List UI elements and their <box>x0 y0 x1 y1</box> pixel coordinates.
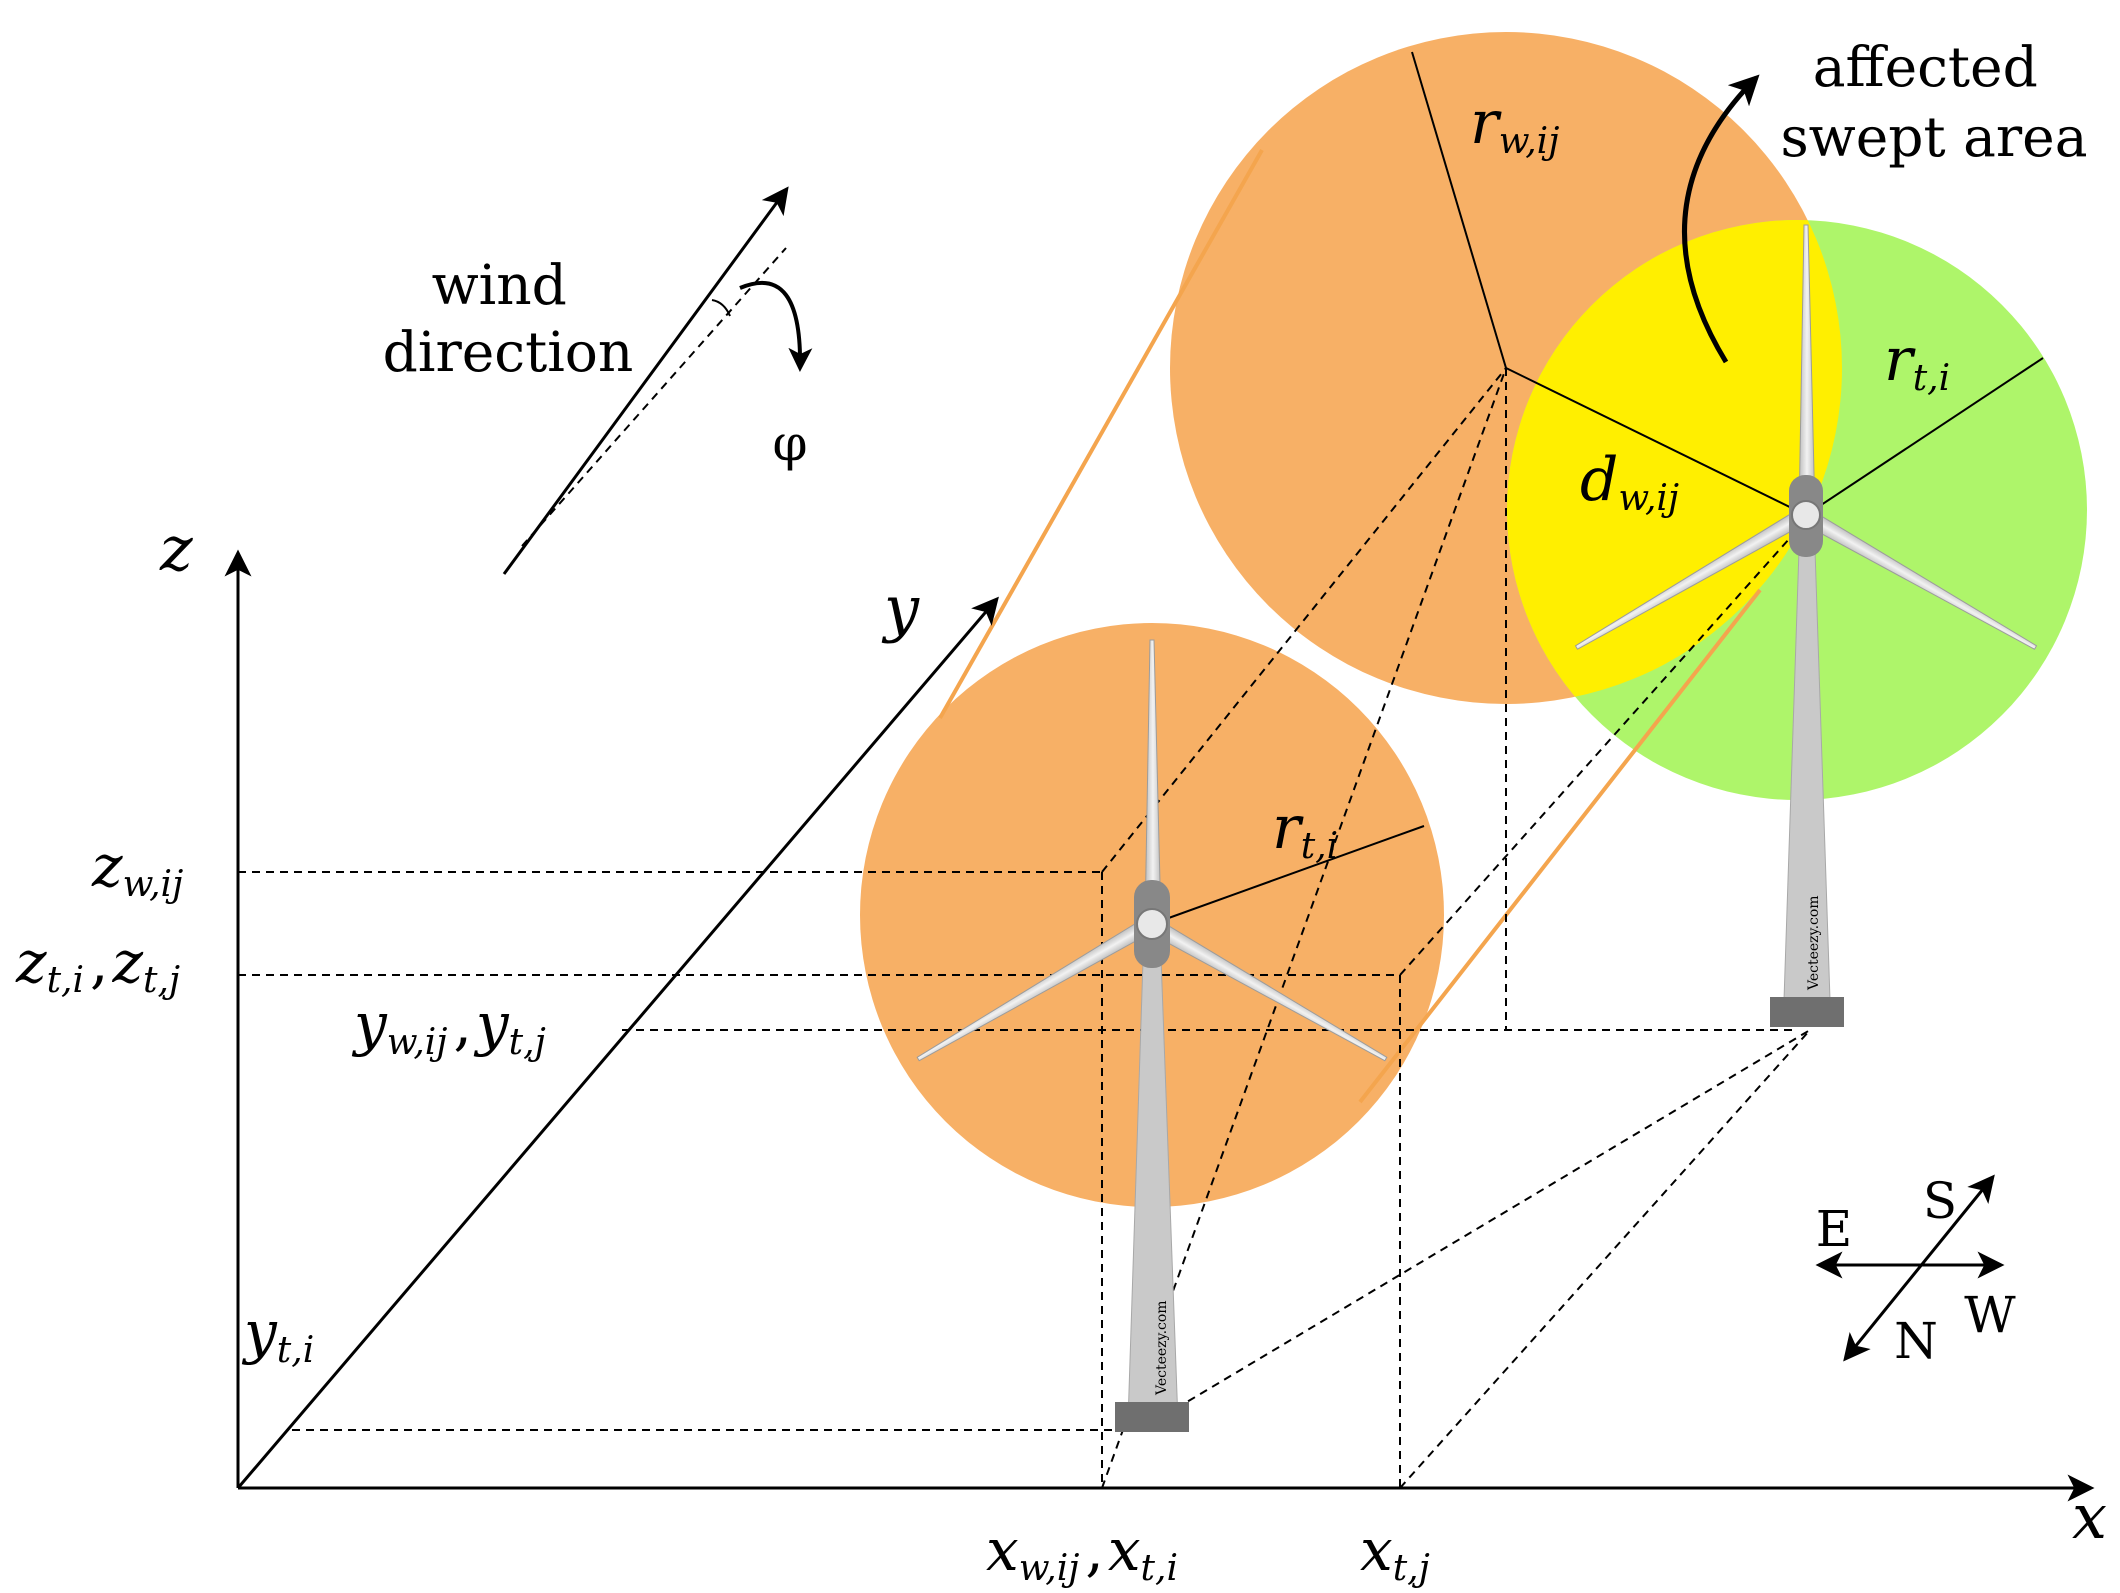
wind-direction-arrow <box>502 186 789 575</box>
z-wij-label: zw,ij <box>91 832 183 905</box>
compass-north-label: N <box>1894 1312 1938 1370</box>
affected-swept-area-label: affected swept area <box>1780 35 2087 169</box>
phi-label: φ <box>772 414 807 472</box>
guide-diag-2 <box>1101 367 1507 873</box>
axes <box>224 549 2095 1502</box>
guide-diag-3 <box>1399 1029 1811 1489</box>
wind-turbine-i: Vecteezy.com <box>916 639 1388 1432</box>
tower-base <box>1115 1402 1189 1432</box>
axis-labels: x y z <box>159 512 2107 1553</box>
affected-area-arrow <box>1682 74 1760 364</box>
x-axis-label: x <box>2072 1480 2107 1553</box>
phi-rotation-arrow <box>739 281 813 372</box>
wind-direction-indicator: wind direction φ <box>383 186 813 575</box>
compass-west-label: W <box>1964 1286 2016 1344</box>
affected-swept-area-callout: affected swept area <box>1682 35 2088 364</box>
hub <box>1136 908 1168 940</box>
z-axis-label: z <box>159 512 193 585</box>
math-labels: rw,ij rt,i dw,ij rt,i zw,ij zt,i,zt,j yw… <box>15 88 1950 1589</box>
x-wij-ti-label: xw,ij,xt,i <box>986 1516 1178 1589</box>
y-wij-tj-label: yw,ij,yt,j <box>351 990 546 1063</box>
radius-line-r-ti-back <box>1805 357 2044 516</box>
radius-line-r-wij <box>1411 51 1507 369</box>
wind-turbine-j: Vecteezy.com <box>1574 224 2038 1027</box>
x-tj-label: xt,j <box>1360 1516 1430 1589</box>
y-axis <box>236 596 999 1489</box>
compass-north-south-arrow <box>1843 1174 1995 1362</box>
radius-lines <box>1151 51 2044 925</box>
r-ti-back-label: rt,i <box>1884 325 1950 399</box>
projection-line-lower <box>1358 588 1762 1104</box>
y-axis-label: y <box>881 572 920 645</box>
y-ti-label: yt,i <box>241 1298 314 1371</box>
compass-east-label: E <box>1816 1200 1853 1258</box>
compass-south-label: S <box>1923 1172 1957 1230</box>
compass: E S W N <box>1815 1172 2016 1370</box>
r-ti-front-label: rt,i <box>1272 793 1338 867</box>
hub <box>1791 500 1821 530</box>
guide-diag-4 <box>1139 1029 1811 1431</box>
d-wij-label: dw,ij <box>1580 445 1679 519</box>
wind-direction-label: wind direction <box>383 253 634 384</box>
distance-line-d-wij <box>1505 367 1807 516</box>
guide-diag-5 <box>1399 519 1807 976</box>
r-wij-label: rw,ij <box>1470 88 1559 162</box>
tower-base <box>1770 997 1844 1027</box>
phi-angle-arc <box>711 299 731 317</box>
watermark-text: Vecteezy.com <box>1154 1300 1170 1396</box>
watermark-text: Vecteezy.com <box>1806 895 1822 991</box>
z-ti-tj-label: zt,i,zt,j <box>15 928 180 1001</box>
radius-line-r-ti-front <box>1151 825 1425 925</box>
wind-reference-line <box>521 247 787 547</box>
